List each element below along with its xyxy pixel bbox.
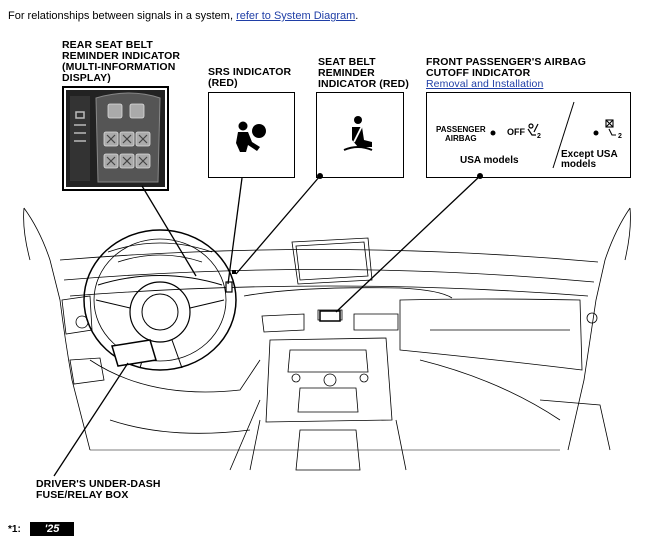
front-airbag-line-1: FRONT PASSENGER'S AIRBAG (426, 56, 587, 68)
seat-belt-line-1: SEAT BELT (318, 56, 376, 68)
except-usa-line-1: Except USA (561, 149, 618, 160)
airbag-except-icon (605, 119, 616, 136)
off-text: OFF (507, 127, 525, 137)
footnote-label: *1: (8, 524, 21, 535)
leader-lines (53, 175, 481, 477)
srs-box (208, 92, 295, 178)
airbag-off-icon (527, 123, 539, 136)
srs-line-1: SRS INDICATOR (208, 66, 292, 78)
except-usa-text: Except USA models (561, 150, 618, 170)
airbag-cutoff-icons (477, 101, 616, 179)
front-airbag-line-2: CUTOFF INDICATOR (426, 67, 531, 79)
model-year-badge: '25 (30, 522, 74, 536)
usa-models-text: USA models (460, 155, 519, 166)
seat-belt-line-3: INDICATOR (RED) (318, 78, 409, 90)
except-usa-line-2: models (561, 159, 597, 170)
front-airbag-label: FRONT PASSENGER'S AIRBAG CUTOFF INDICATO… (426, 57, 586, 90)
intro-period: . (355, 10, 359, 22)
fuse-box-line-2: FUSE/RELAY BOX (36, 489, 129, 501)
off-subscript: 2 (537, 133, 541, 140)
srs-line-2: (RED) (208, 77, 238, 89)
passenger-word: PASSENGER (436, 125, 486, 134)
removal-installation-link[interactable]: Removal and Installation (426, 78, 544, 90)
srs-indicator-label: SRS INDICATOR (RED) (208, 67, 291, 89)
srs-airbag-icon (236, 121, 266, 152)
airbag-indicator-location (319, 310, 341, 322)
rear-seat-belt-line-1: REAR SEAT BELT (62, 39, 153, 51)
srs-location-marker (225, 281, 233, 293)
except-subscript: 2 (618, 133, 622, 140)
seat-belt-line-2: REMINDER (318, 67, 375, 79)
seat-belt-location-marker (232, 270, 236, 274)
fuse-relay-box-icon (111, 339, 157, 367)
fuse-box-line-1: DRIVER'S UNDER-DASH (36, 478, 161, 490)
rear-seat-belt-line-3: (MULTI-INFORMATION (62, 61, 176, 73)
dashboard-illustration (23, 207, 631, 471)
system-diagram-link[interactable]: refer to System Diagram (236, 10, 356, 22)
passenger-airbag-text: PASSENGER AIRBAG (436, 125, 486, 143)
airbag-word: AIRBAG (445, 134, 477, 143)
intro-text: For relationships between signals in a s… (8, 10, 358, 22)
rear-seat-display-image (66, 90, 165, 187)
seat-belt-icon (343, 116, 373, 151)
steering-wheel (83, 229, 237, 371)
rear-seat-belt-line-4: DISPLAY) (62, 72, 111, 84)
rear-seat-belt-label: REAR SEAT BELT REMINDER INDICATOR (MULTI… (62, 40, 180, 84)
fuse-box-label: DRIVER'S UNDER-DASH FUSE/RELAY BOX (36, 479, 161, 501)
rear-seat-belt-line-2: REMINDER INDICATOR (62, 50, 181, 62)
seat-belt-label: SEAT BELT REMINDER INDICATOR (RED) (318, 57, 409, 90)
intro-sentence: For relationships between signals in a s… (8, 10, 233, 22)
